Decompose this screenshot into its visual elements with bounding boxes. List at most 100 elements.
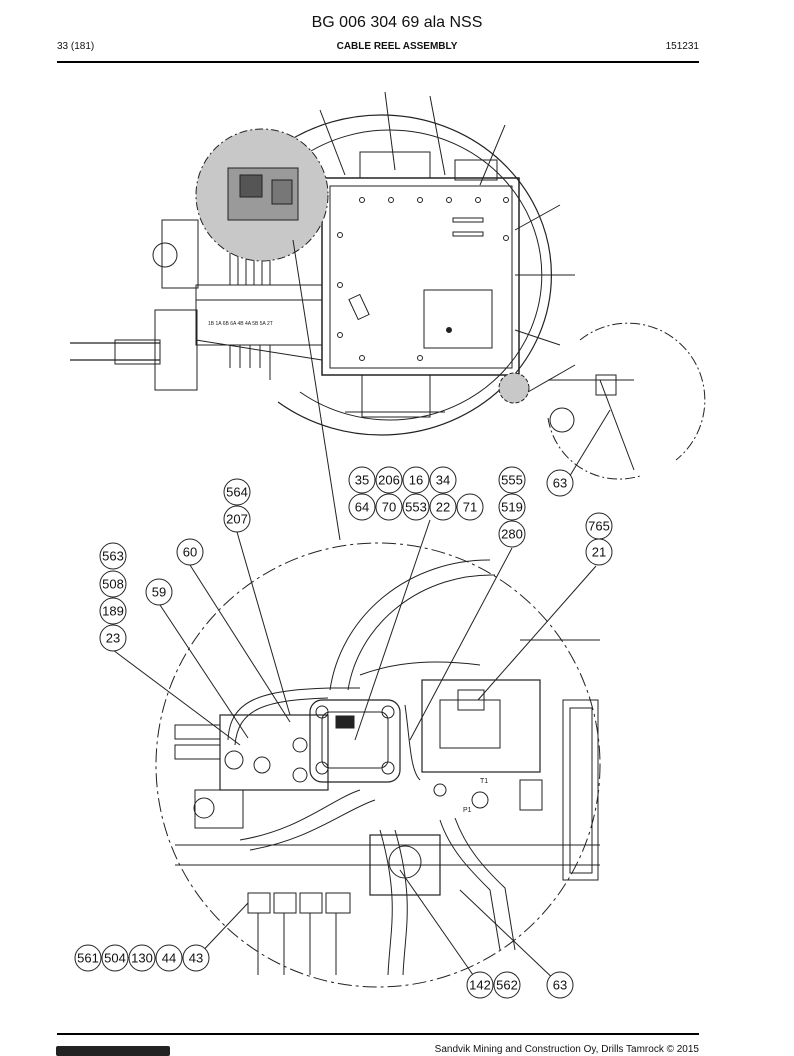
callout-c189: 189	[99, 597, 127, 625]
callout-circle	[546, 971, 574, 999]
callout-c563: 563	[99, 542, 127, 570]
callout-c765: 765	[585, 512, 613, 540]
callout-circle	[182, 944, 210, 972]
callout-label: 130	[131, 951, 153, 966]
callout-label: 553	[405, 500, 427, 515]
callout-c16: 16	[402, 466, 430, 494]
callout-circle	[101, 944, 129, 972]
document-title: BG 006 304 69 ala NSS	[311, 14, 483, 31]
callout-circle	[348, 466, 376, 494]
callout-circle	[99, 597, 127, 625]
callout-label: 555	[501, 473, 523, 488]
callout-label: 35	[355, 473, 369, 488]
callout-c562: 562	[493, 971, 521, 999]
port-block-labels: 1B 1A 6B 6A 4B 4A 5B 5A 2T	[208, 321, 273, 327]
page-number: 33 (181)	[57, 41, 95, 52]
callout-label: 70	[382, 500, 396, 515]
callout-c63b: 63	[546, 971, 574, 999]
callout-c555: 555	[498, 466, 526, 494]
callout-label: 561	[77, 951, 99, 966]
callout-circle	[498, 466, 526, 494]
callout-c561: 561	[74, 944, 102, 972]
callout-circle	[402, 493, 430, 521]
callout-circle	[585, 538, 613, 566]
callout-c504: 504	[101, 944, 129, 972]
callout-c553: 553	[402, 493, 430, 521]
callout-circle	[498, 520, 526, 548]
callout-c22: 22	[429, 493, 457, 521]
callout-circle	[546, 469, 574, 497]
callout-c70: 70	[375, 493, 403, 521]
callout-label: 564	[226, 485, 248, 500]
callout-circle	[402, 466, 430, 494]
callout-label: 23	[106, 631, 120, 646]
callout-label: 142	[469, 978, 491, 993]
callout-c21: 21	[585, 538, 613, 566]
callout-circle	[74, 944, 102, 972]
callout-label: 504	[104, 951, 126, 966]
callout-circle	[348, 493, 376, 521]
callout-c508: 508	[99, 570, 127, 598]
callout-label: 562	[496, 978, 518, 993]
callout-circle	[223, 478, 251, 506]
callout-circle	[155, 944, 183, 972]
callout-c60: 60	[176, 538, 204, 566]
callout-circle	[456, 493, 484, 521]
callout-circle	[223, 505, 251, 533]
callout-c34: 34	[429, 466, 457, 494]
callout-label: 21	[592, 545, 606, 560]
callout-c207: 207	[223, 505, 251, 533]
callout-label: 60	[183, 545, 197, 560]
callout-label: 519	[501, 500, 523, 515]
port-label-t1: T1	[480, 778, 488, 785]
callout-circle	[375, 493, 403, 521]
callout-circle	[498, 493, 526, 521]
callout-circle	[429, 466, 457, 494]
reel-overview: 1B 1A 6B 6A 4B 4A 5B 5A 2T	[70, 91, 706, 541]
callout-label: 508	[102, 577, 124, 592]
callout-circle	[128, 944, 156, 972]
section-title: CABLE REEL ASSEMBLY	[336, 41, 458, 52]
callout-circle	[493, 971, 521, 999]
callout-label: 206	[378, 473, 400, 488]
callout-c43: 43	[182, 944, 210, 972]
callout-circle	[176, 538, 204, 566]
footer-copyright: Sandvik Mining and Construction Oy, Dril…	[434, 1044, 699, 1055]
callout-c23: 23	[99, 624, 127, 652]
callout-label: 63	[553, 978, 567, 993]
callout-label: 43	[189, 951, 203, 966]
callout-label: 44	[162, 951, 176, 966]
callout-c44: 44	[155, 944, 183, 972]
callout-label: 563	[102, 549, 124, 564]
callout-circle	[99, 542, 127, 570]
date-code: 151231	[665, 41, 699, 52]
sandvik-logo	[56, 1046, 170, 1056]
callout-label: 34	[436, 473, 450, 488]
callout-c280: 280	[498, 520, 526, 548]
port-label-p1: P1	[463, 807, 472, 814]
footer-rule	[57, 1033, 699, 1035]
callout-label: 71	[463, 500, 477, 515]
callout-circle	[429, 493, 457, 521]
callout-circle	[375, 466, 403, 494]
callout-label: 280	[501, 527, 523, 542]
header-rule	[57, 61, 699, 63]
callout-label: 207	[226, 512, 248, 527]
callout-c130: 130	[128, 944, 156, 972]
callout-label: 765	[588, 519, 610, 534]
callout-label: 64	[355, 500, 369, 515]
callout-c564: 564	[223, 478, 251, 506]
valve-detail: T1 P1	[155, 542, 601, 988]
callout-label: 22	[436, 500, 450, 515]
callout-circle	[99, 624, 127, 652]
callout-circle	[145, 578, 173, 606]
callout-circle	[466, 971, 494, 999]
callout-label: 63	[553, 476, 567, 491]
callout-c64: 64	[348, 493, 376, 521]
callout-c71: 71	[456, 493, 484, 521]
callout-c35: 35	[348, 466, 376, 494]
callout-label: 59	[152, 585, 166, 600]
callout-label: 189	[102, 604, 124, 619]
